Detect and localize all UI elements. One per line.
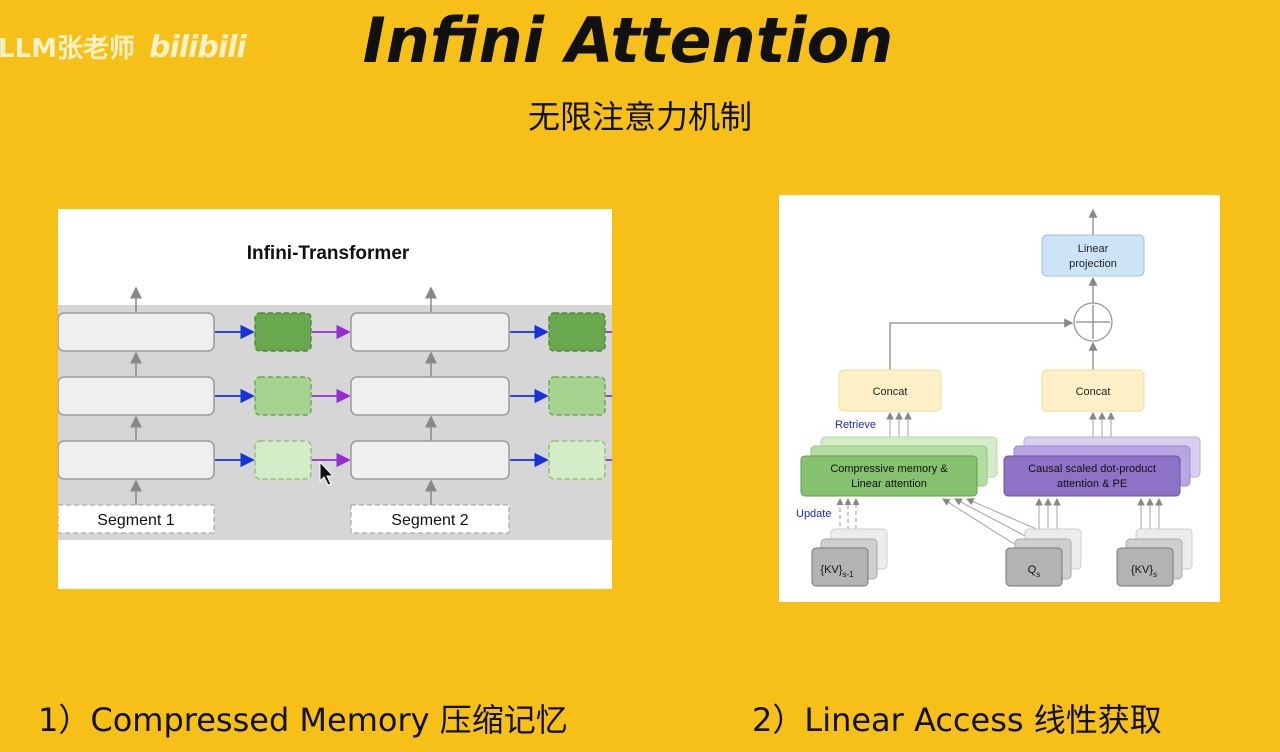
segment1-memory-middle xyxy=(254,376,312,416)
segment2-label-box xyxy=(350,504,510,534)
kv-prev-stack: {KV}s-1 xyxy=(811,528,888,587)
segment2-layer-middle xyxy=(350,376,510,416)
segment1-layer-bottom xyxy=(58,440,215,480)
creator-name: LLM张老师 xyxy=(0,34,136,64)
segment2-memory-bottom xyxy=(548,440,606,480)
retrieved-to-sum-arrow xyxy=(889,318,1074,370)
segment1-label: Segment 1 xyxy=(97,512,174,529)
linear-projection-block xyxy=(1041,234,1145,277)
compressive-memory-block xyxy=(800,455,978,497)
memory-write-arrows xyxy=(215,324,549,468)
heads-to-concat-arrows xyxy=(886,411,1115,453)
segment1-memory-bottom xyxy=(254,440,312,480)
segment1-layer-top xyxy=(58,312,215,352)
update-label: Update xyxy=(796,508,831,520)
creator-watermark: LLM张老师 bilibili xyxy=(0,28,247,65)
attention-block-line1: Causal scaled dot-product xyxy=(1028,463,1156,475)
attention-block-line2: attention & PE xyxy=(1057,478,1127,490)
infini-attention-figure: Linear projection Concat Concat Retrieve xyxy=(779,195,1220,602)
plus-icon xyxy=(1076,305,1110,339)
caption-linear-access: 2）Linear Access 线性获取 xyxy=(752,701,1162,739)
kv-prev-label: {KV}s-1 xyxy=(820,564,854,579)
transformer-diagram-title: Infini-Transformer xyxy=(247,243,410,264)
slide-subtitle: 无限注意力机制 xyxy=(527,98,752,136)
caption-compressed-memory: 1）Compressed Memory 压缩记忆 xyxy=(38,701,568,739)
segment2-memory-middle xyxy=(548,376,606,416)
linear-projection-line2: projection xyxy=(1069,258,1117,270)
segment2-layer-top xyxy=(350,312,510,352)
linear-projection-line1: Linear xyxy=(1078,243,1109,255)
segment2-memory-top xyxy=(548,312,606,352)
query-label: Qs xyxy=(1028,564,1041,579)
kv-current-stack: {KV}s xyxy=(1116,528,1193,587)
retrieve-label: Retrieve xyxy=(835,419,876,431)
segment1-label-box xyxy=(58,504,215,534)
memory-block-line1: Compressive memory & xyxy=(830,463,948,475)
kv-current-label: {KV}s xyxy=(1131,564,1157,579)
infini-attention-diagram: Linear projection Concat Concat Retrieve xyxy=(796,208,1201,587)
right-concat-label: Concat xyxy=(1076,386,1111,398)
memory-pass-arrows xyxy=(312,324,612,468)
query-arrows xyxy=(942,497,1163,548)
query-stack: Qs xyxy=(1005,528,1082,587)
segment2-label: Segment 2 xyxy=(391,512,468,529)
memory-block-line2: Linear attention xyxy=(851,478,927,490)
slide-title: Infini Attention xyxy=(362,4,894,77)
right-concat-block xyxy=(1041,369,1145,412)
left-concat-label: Concat xyxy=(873,386,908,398)
infini-transformer-figure: Infini-Transformer xyxy=(58,209,612,589)
mouse-pointer-icon xyxy=(319,460,335,486)
infini-transformer-diagram: Infini-Transformer xyxy=(58,243,612,540)
bilibili-logo: bilibili xyxy=(149,30,247,65)
segment2-layer-bottom xyxy=(350,440,510,480)
segment1-memory-top xyxy=(254,312,312,352)
attention-block xyxy=(1003,455,1181,497)
segment1-layer-middle xyxy=(58,376,215,416)
left-concat-block xyxy=(838,369,942,412)
